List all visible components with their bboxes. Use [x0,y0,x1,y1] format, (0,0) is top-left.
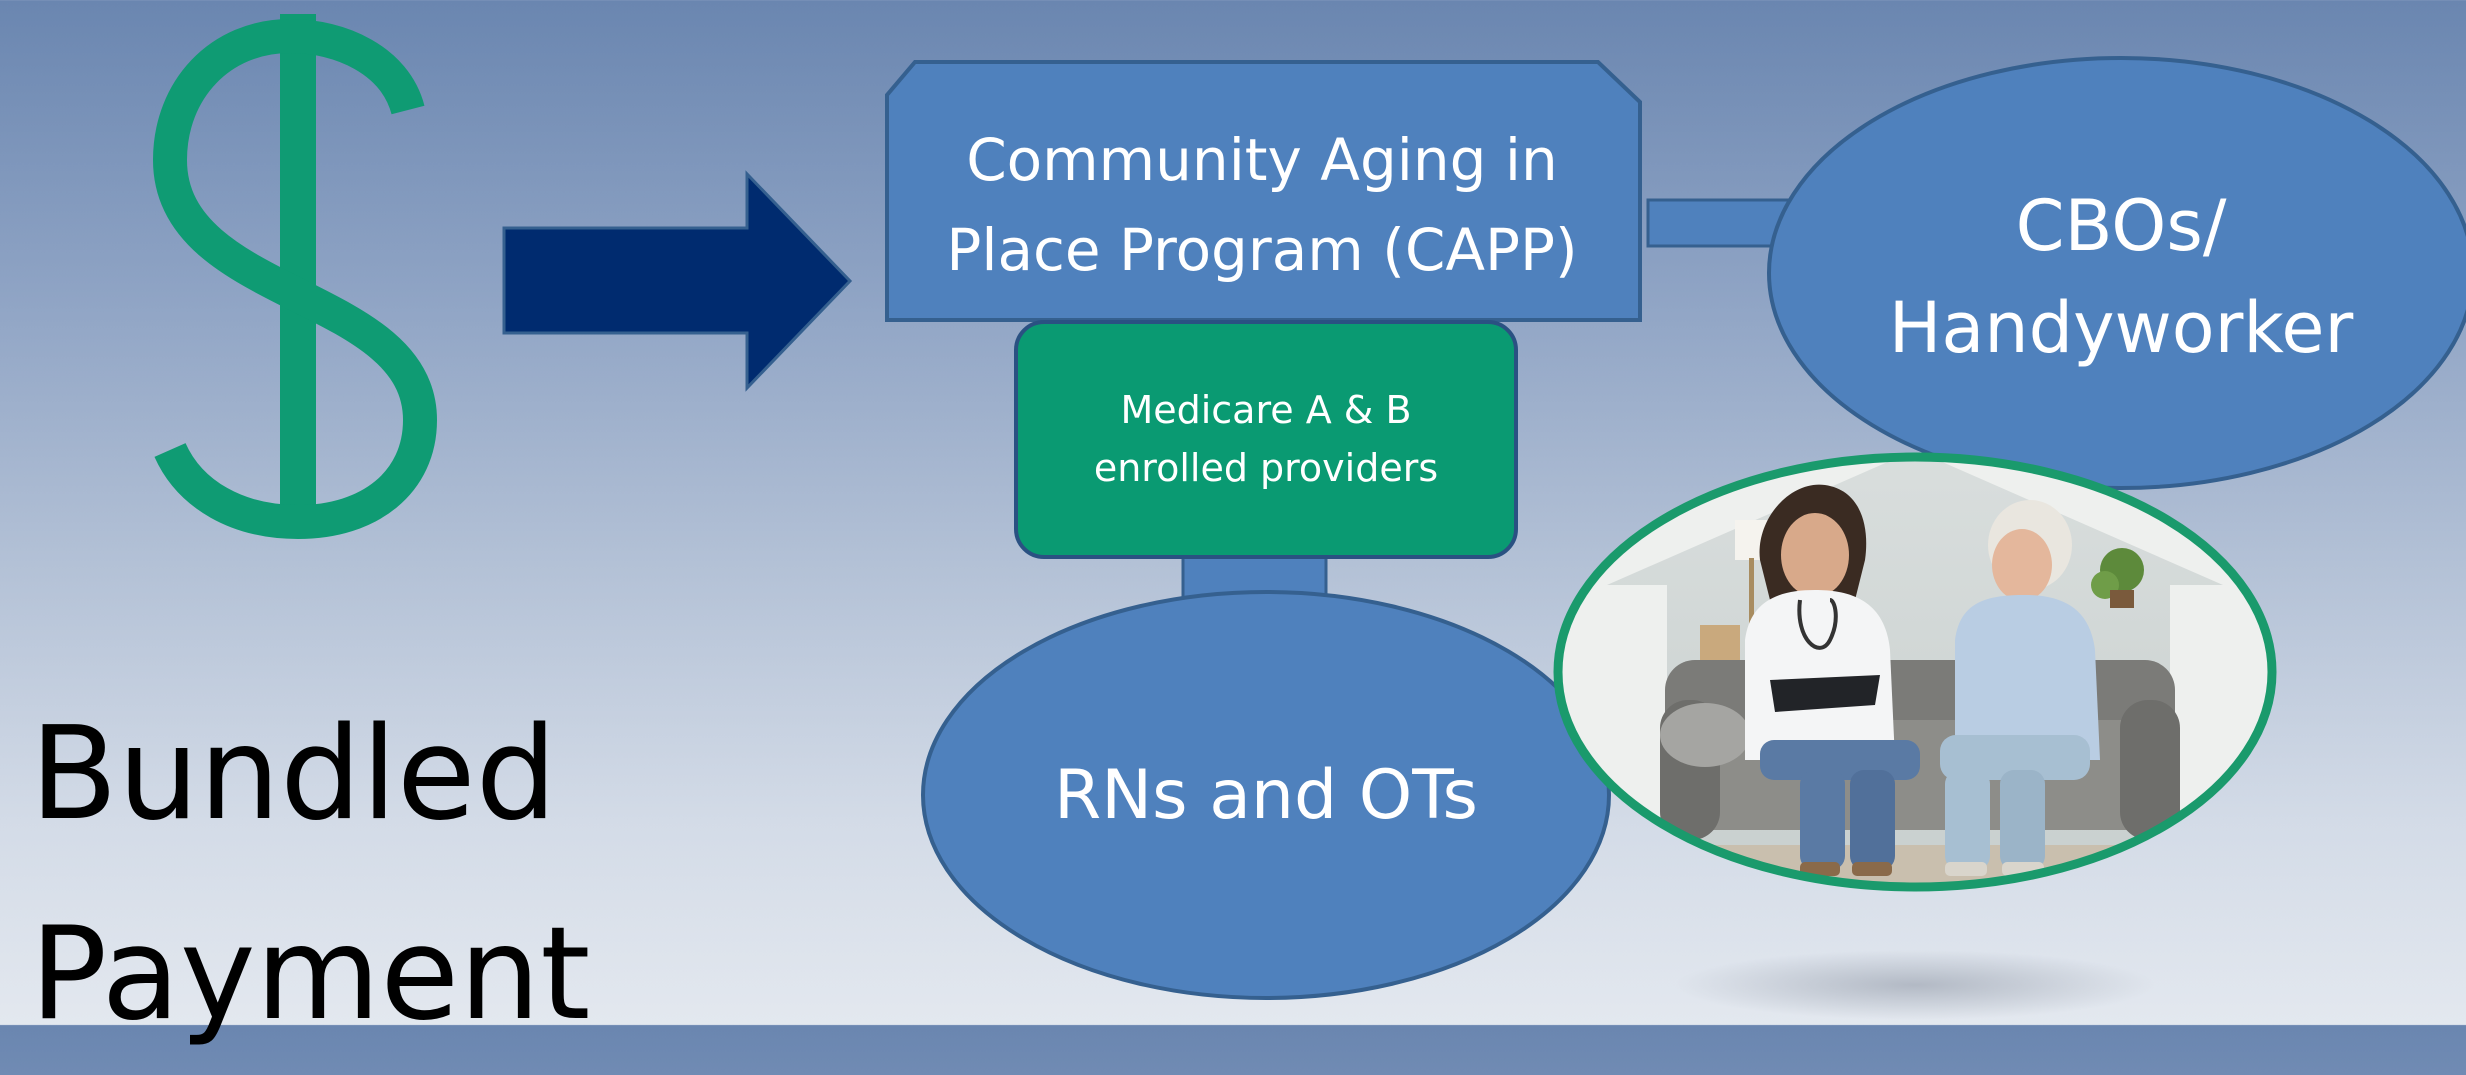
rns-oval-label: RNs and OTs [1054,756,1478,835]
capp-box-line2: Place Program (CAPP) [946,216,1577,284]
medicare-box-line2: enrolled providers [1094,446,1438,490]
dollar-sign-icon [153,14,437,539]
capp-box: Community Aging in Place Program (CAPP) [885,60,1642,322]
bundled-payment-line1: Bundled [30,700,557,849]
bundled-payment-line2: Payment [30,900,591,1049]
capp-box-line1: Community Aging in [966,126,1558,194]
cbos-oval-line1: CBOs/ [2016,185,2227,267]
rns-ots-oval: RNs and OTs [921,590,1611,1000]
medicare-box-line1: Medicare A & B [1120,388,1411,432]
bundled-payment-title: Bundled Payment [30,675,590,1075]
cbos-oval-line2: Handyworker [1889,287,2354,369]
cbos-handyworker-oval: CBOs/ Handyworker [1767,56,2466,490]
photo-shadow [1675,950,2155,1020]
medicare-box: Medicare A & B enrolled providers [1014,320,1518,559]
caregiver-photo [1553,452,2277,892]
right-arrow-icon [502,170,853,392]
diagram-canvas: CBOs/ Handyworker Community Aging in Pla… [153,14,2466,1020]
